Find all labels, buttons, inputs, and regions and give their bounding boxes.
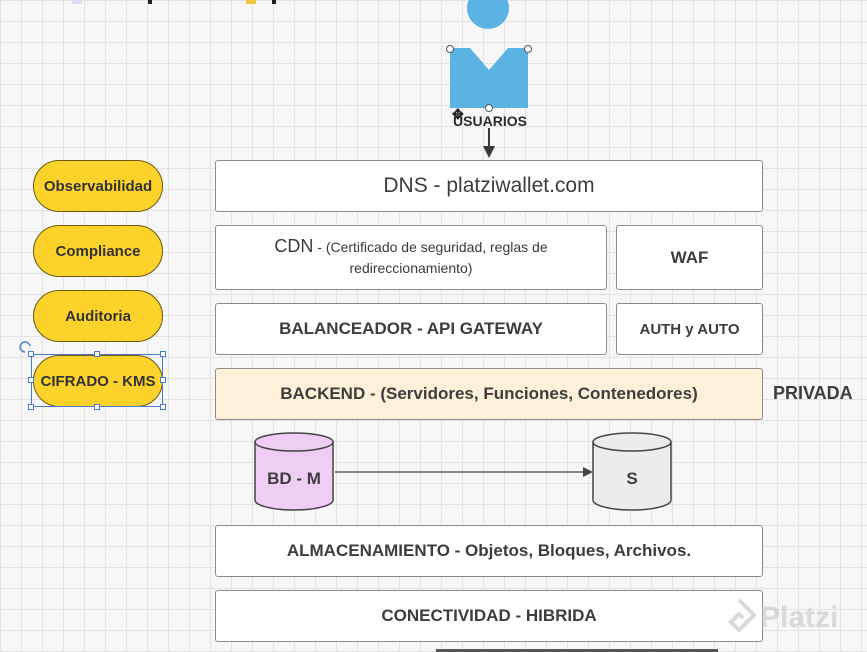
auth-label: AUTH y AUTO bbox=[639, 320, 740, 338]
resize-handle[interactable] bbox=[160, 404, 166, 410]
audit-pill[interactable]: Auditoria bbox=[33, 290, 163, 342]
resize-handle[interactable] bbox=[160, 351, 166, 357]
user-icon[interactable] bbox=[440, 0, 540, 115]
balancer-label: BALANCEADOR - API GATEWAY bbox=[279, 319, 543, 338]
platzi-logo-icon bbox=[728, 598, 756, 633]
db-main-label: BD - M bbox=[267, 469, 321, 488]
db-main-cylinder[interactable] bbox=[253, 432, 335, 512]
toolbar-remnant bbox=[60, 0, 320, 4]
waf-box[interactable]: WAF bbox=[616, 225, 763, 290]
compliance-label: Compliance bbox=[55, 242, 141, 260]
move-cursor-icon: ✥ bbox=[452, 106, 464, 122]
db-secondary-cylinder[interactable] bbox=[591, 432, 673, 512]
balancer-box[interactable]: BALANCEADOR - API GATEWAY bbox=[215, 303, 607, 355]
selection-frame bbox=[31, 354, 163, 407]
observability-label: Observabilidad bbox=[43, 177, 153, 195]
cdn-text: CDN - (Certificado de seguridad, reglas … bbox=[256, 235, 566, 280]
platzi-watermark: Platzi bbox=[722, 598, 838, 638]
resize-handle[interactable] bbox=[94, 351, 100, 357]
compliance-pill[interactable]: Compliance bbox=[33, 225, 163, 277]
backend-box[interactable]: BACKEND - (Servidores, Funciones, Conten… bbox=[215, 368, 763, 420]
resize-handle[interactable] bbox=[28, 404, 34, 410]
storage-label: ALMACENAMIENTO - Objetos, Bloques, Archi… bbox=[286, 541, 692, 560]
storage-box[interactable]: ALMACENAMIENTO - Objetos, Bloques, Archi… bbox=[215, 525, 763, 577]
auth-box[interactable]: AUTH y AUTO bbox=[616, 303, 763, 355]
encryption-label: CIFRADO - KMS bbox=[40, 372, 156, 390]
connectivity-box[interactable]: CONECTIVIDAD - HIBRIDA bbox=[215, 590, 763, 642]
resize-handle[interactable] bbox=[160, 377, 166, 383]
db-link-arrow bbox=[335, 467, 593, 477]
resize-handle[interactable] bbox=[94, 404, 100, 410]
backend-label: BACKEND - (Servidores, Funciones, Conten… bbox=[280, 384, 698, 403]
dns-label: DNS - platziwallet.com bbox=[383, 174, 595, 197]
observability-pill[interactable]: Observabilidad bbox=[33, 160, 163, 212]
user-label: USUARIOS bbox=[453, 113, 527, 129]
user-dns-arrow bbox=[483, 128, 495, 158]
rotate-handle-icon[interactable] bbox=[18, 340, 32, 354]
db-secondary-label: S bbox=[626, 469, 638, 488]
cdn-note: - (Certificado de seguridad, reglas de r… bbox=[313, 239, 548, 276]
cdn-box[interactable]: CDN - (Certificado de seguridad, reglas … bbox=[215, 225, 607, 290]
resize-handle[interactable] bbox=[28, 351, 34, 357]
resize-handle[interactable] bbox=[28, 377, 34, 383]
dns-box[interactable]: DNS - platziwallet.com bbox=[215, 160, 763, 212]
private-label: PRIVADA bbox=[773, 383, 853, 403]
connectivity-label: CONECTIVIDAD - HIBRIDA bbox=[381, 606, 597, 625]
cdn-label: CDN bbox=[274, 236, 314, 257]
audit-label: Auditoria bbox=[65, 307, 131, 325]
bottom-edge-line bbox=[436, 649, 718, 652]
watermark-text: Platzi bbox=[760, 601, 839, 634]
waf-label: WAF bbox=[670, 247, 709, 267]
